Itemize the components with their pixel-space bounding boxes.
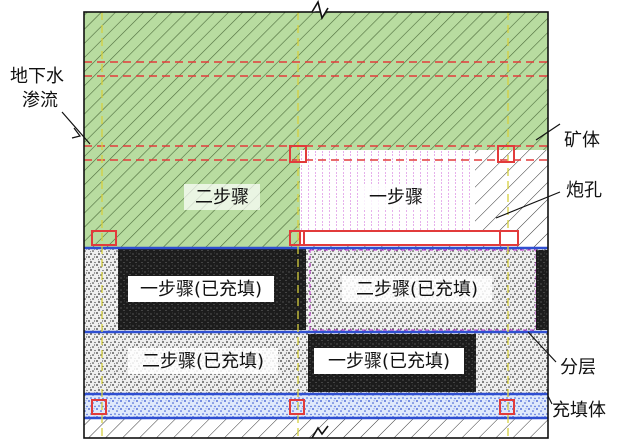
label-filled-step1-lower: 一步骤(已充填)	[328, 351, 450, 372]
label-step2-stope: 二步骤	[195, 187, 249, 208]
label-filled-step2-lower: 二步骤(已充填)	[142, 351, 264, 372]
groundwater-callout: 地下水 渗流	[10, 66, 91, 145]
pillar-guides	[101, 12, 509, 438]
label-step1-stope: 一步骤	[369, 187, 423, 208]
layer-boundaries	[84, 246, 548, 420]
label-fill-body: 充填体	[552, 400, 606, 421]
bottom-rock	[84, 418, 548, 438]
label-blast-hole: 炮孔	[566, 180, 602, 201]
section-border	[83, 0, 549, 439]
label-layer: 分层	[560, 357, 596, 378]
drill-boxes	[91, 145, 519, 415]
label-ore-body: 矿体	[564, 130, 600, 151]
stope-labels: 二步骤 一步骤 一步骤(已充填) 二步骤(已充填) 二步骤(已充填) 一步骤(已…	[128, 184, 492, 374]
label-filled-step2-upper: 二步骤(已充填)	[356, 279, 478, 300]
right-callouts: 矿体 炮孔 分层 充填体	[495, 123, 606, 421]
label-groundwater-line1: 地下水	[10, 66, 64, 87]
blast-hole-bar	[299, 230, 519, 246]
ore-body-region	[84, 12, 548, 248]
fill-body-band	[84, 394, 548, 418]
label-filled-step1-upper: 一步骤(已充填)	[140, 279, 262, 300]
label-groundwater-line2: 渗流	[22, 90, 58, 111]
